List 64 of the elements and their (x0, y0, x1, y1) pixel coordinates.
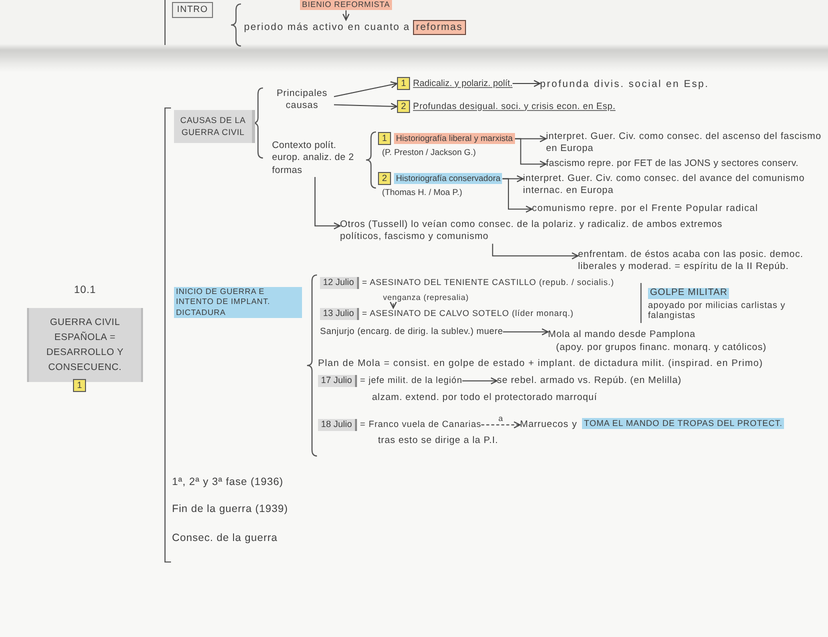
event-text: = ASESINATO DE CALVO SOTELO (líder monarq.) (362, 308, 574, 320)
highlighted-heading: INICIO DE GUERRA E INTENTO DE IMPLANT. DICTADURA (174, 287, 302, 318)
note-text: comunismo repre. por el Frente Popular radical (532, 203, 758, 216)
number-badge: 2 (397, 100, 410, 113)
note-text: venganza (represalia) (383, 293, 469, 304)
author-note: (P. Preston / Jackson G.) (382, 147, 476, 158)
highlighted-text: TOMA EL MANDO DE TROPAS DEL PROTECT. (582, 418, 784, 430)
arrow (334, 81, 398, 98)
note-text: enfrentam. de éstos acaba con las posic. democ. liberales y moderad. = espíritu de la II Repúb. (578, 249, 820, 274)
title-box: GUERRA CIVIL ESPAÑOLA = DESARROLLO Y CONSECUENC. (27, 308, 143, 382)
note-text: (apoy. por grupos financ. monarq. y católicos) (556, 342, 766, 355)
date-tag: 12 Julio (320, 277, 360, 289)
note-text: Plan de Mola = consist. en golpe de estado + implant. de dictadura milit. (inspirad. en Primo) (318, 358, 764, 370)
highlighted-heading: Historiografía liberal y marxista (394, 132, 515, 144)
number-badge: 1 (73, 379, 86, 392)
note-text: Consec. de la guerra (172, 532, 278, 546)
note-text: periodo más activo en cuanto a (244, 21, 410, 34)
note-text: Fin de la guerra (1939) (172, 503, 288, 517)
note-text: Otros (Tussell) lo veían como consec. de la polariz. y radicaliz. de ambos extremos políticos, fascismo y comunismo (340, 219, 740, 244)
heading-box: INTRO (172, 2, 213, 18)
arrow (314, 176, 341, 230)
author-note: (Thomas H. / Moa P.) (382, 187, 462, 198)
arrow (462, 377, 498, 384)
note-text: interpret. Guer. Civ. como consec. del avance del comunismo internac. en Europa (523, 173, 815, 198)
note-text: = jefe milit. de la legión (360, 375, 462, 387)
note-text: tras esto se dirige a la P.I. (378, 435, 498, 448)
number-badge: 1 (397, 77, 410, 90)
note-text: Marruecos (520, 419, 568, 432)
topic-box: CAUSAS DE LA GUERRA CIVIL (174, 110, 255, 143)
arrow (512, 80, 541, 88)
note-text: Mola al mando desde Pamplona (548, 329, 696, 342)
note-text: alzam. extend. por todo el protectorado marroquí (372, 392, 598, 404)
arrow (334, 102, 398, 110)
number-badge: 1 (378, 132, 392, 145)
number-badge: 2 (378, 172, 392, 185)
note-text: Principales causas (270, 88, 334, 113)
arrow (514, 138, 547, 168)
arrow (492, 243, 579, 260)
note-text: profunda divis. social en Esp. (540, 78, 710, 91)
note-text: = Franco vuela de Canarias (360, 419, 482, 431)
note-text: Contexto polít. europ. analiz. de 2 formas (272, 140, 358, 178)
highlighted-word: reformas (412, 20, 466, 35)
note-text: se rebel. armado vs. Repúb. (en Melilla) (497, 375, 682, 388)
highlighted-heading: BIENIO REFORMISTA (300, 0, 392, 10)
note-text: Radicaliz. y polariz. polít. (413, 78, 513, 90)
arrow (342, 10, 350, 21)
note-text: y (572, 419, 578, 432)
note-text: apoyado por milicias carlistas y falangistas (648, 300, 786, 321)
note-text: Sanjurjo (encarg. de dirig. la sublev.) muere (320, 326, 503, 338)
note-text: Profundas desigual. soci. y crisis econ. en Esp. (413, 100, 616, 112)
highlighted-heading: GOLPE MILITAR (648, 288, 730, 299)
edge-label: a (497, 414, 504, 423)
date-tag: 17 Julio (318, 375, 358, 387)
arrow (390, 301, 397, 309)
event-text: = ASESINATO DEL TENIENTE CASTILLO (repub. / socialis.) (362, 277, 614, 288)
date-tag: 13 Julio (320, 308, 360, 320)
arrow (502, 178, 533, 213)
date-tag: 18 Julio (318, 419, 358, 431)
note-text: fascismo repre. por FET de las JONS y sectores conserv. (546, 158, 798, 170)
dashed-arrow (480, 421, 521, 428)
highlighted-heading: Historiografía conservadora (394, 172, 502, 184)
section-number: 10.1 (74, 284, 96, 298)
note-text: 1ª, 2ª y 3ª fase (1936) (172, 476, 284, 490)
arrow (502, 328, 549, 336)
